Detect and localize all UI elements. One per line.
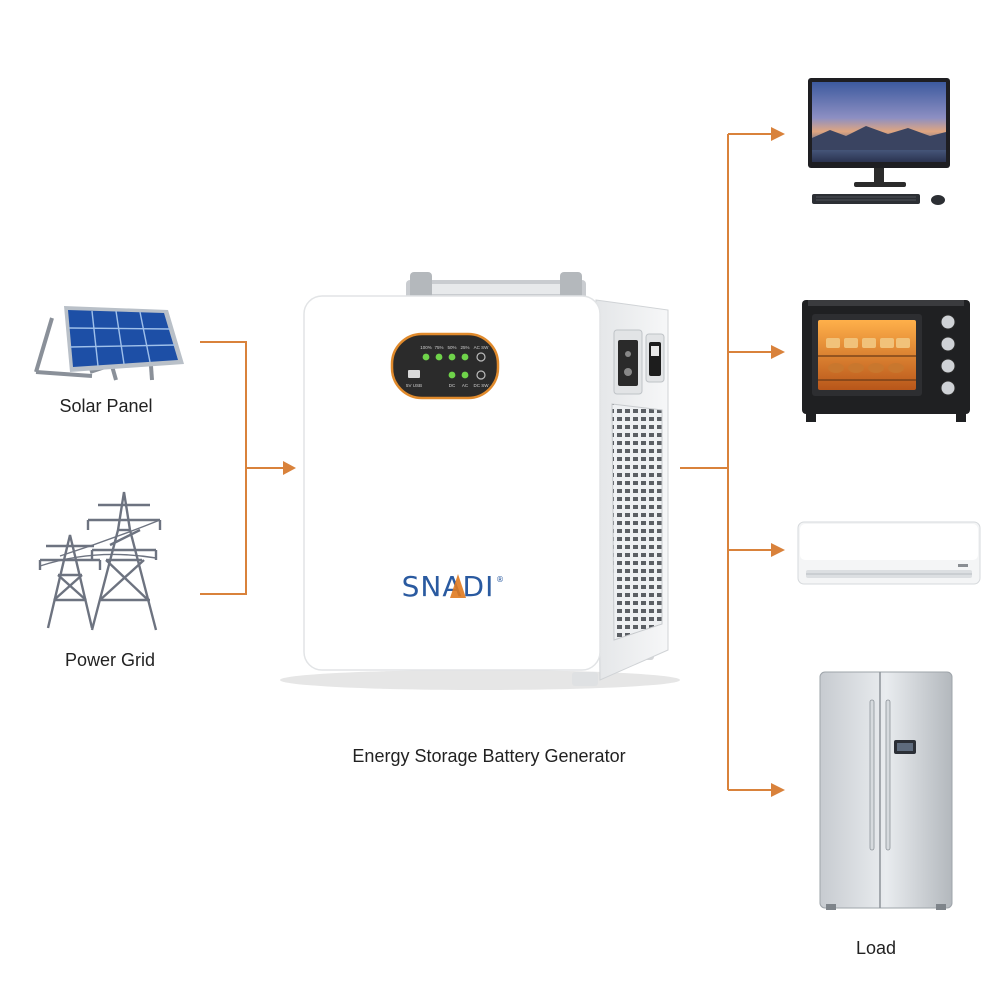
device-caption: Energy Storage Battery Generator	[352, 746, 626, 766]
computer-monitor-icon	[808, 78, 950, 205]
dc-port-label: DC	[449, 383, 456, 388]
ac-switch-label: AC SW	[474, 345, 490, 350]
power-grid-label: Power Grid	[64, 650, 156, 670]
battery-generator: 100% 75% 50% 25% AC SW DC SW 5V USB DC A…	[280, 272, 680, 690]
usb-port-label: 5V USB	[406, 383, 422, 388]
solar-panel-icon	[34, 306, 184, 381]
power-grid-icon	[38, 491, 162, 631]
toaster-oven-icon	[802, 300, 970, 422]
output-arrowhead-monitor	[771, 127, 785, 141]
output-arrowhead-ac	[771, 543, 785, 557]
panel-leds	[422, 353, 469, 379]
brand-logo: SNADI	[402, 570, 495, 603]
level-100-label: 100%	[420, 345, 432, 350]
input-connector	[200, 341, 286, 595]
output-arrowhead-fridge	[771, 783, 785, 797]
ac-port-label: AC	[462, 383, 469, 388]
solar-panel-label: Solar Panel	[59, 396, 153, 416]
brand-accent-icon	[450, 574, 466, 598]
dc-switch-label: DC SW	[474, 383, 490, 388]
input-arrowhead	[283, 461, 296, 475]
level-25-label: 25%	[460, 345, 469, 350]
refrigerator-icon	[819, 671, 953, 910]
level-75-label: 75%	[434, 345, 443, 350]
level-50-label: 50%	[447, 345, 456, 350]
output-connector	[680, 133, 772, 791]
brand-registered-mark: ®	[496, 575, 504, 584]
output-arrowhead-oven	[771, 345, 785, 359]
air-conditioner-icon	[797, 521, 981, 585]
load-label: Load	[855, 938, 897, 958]
